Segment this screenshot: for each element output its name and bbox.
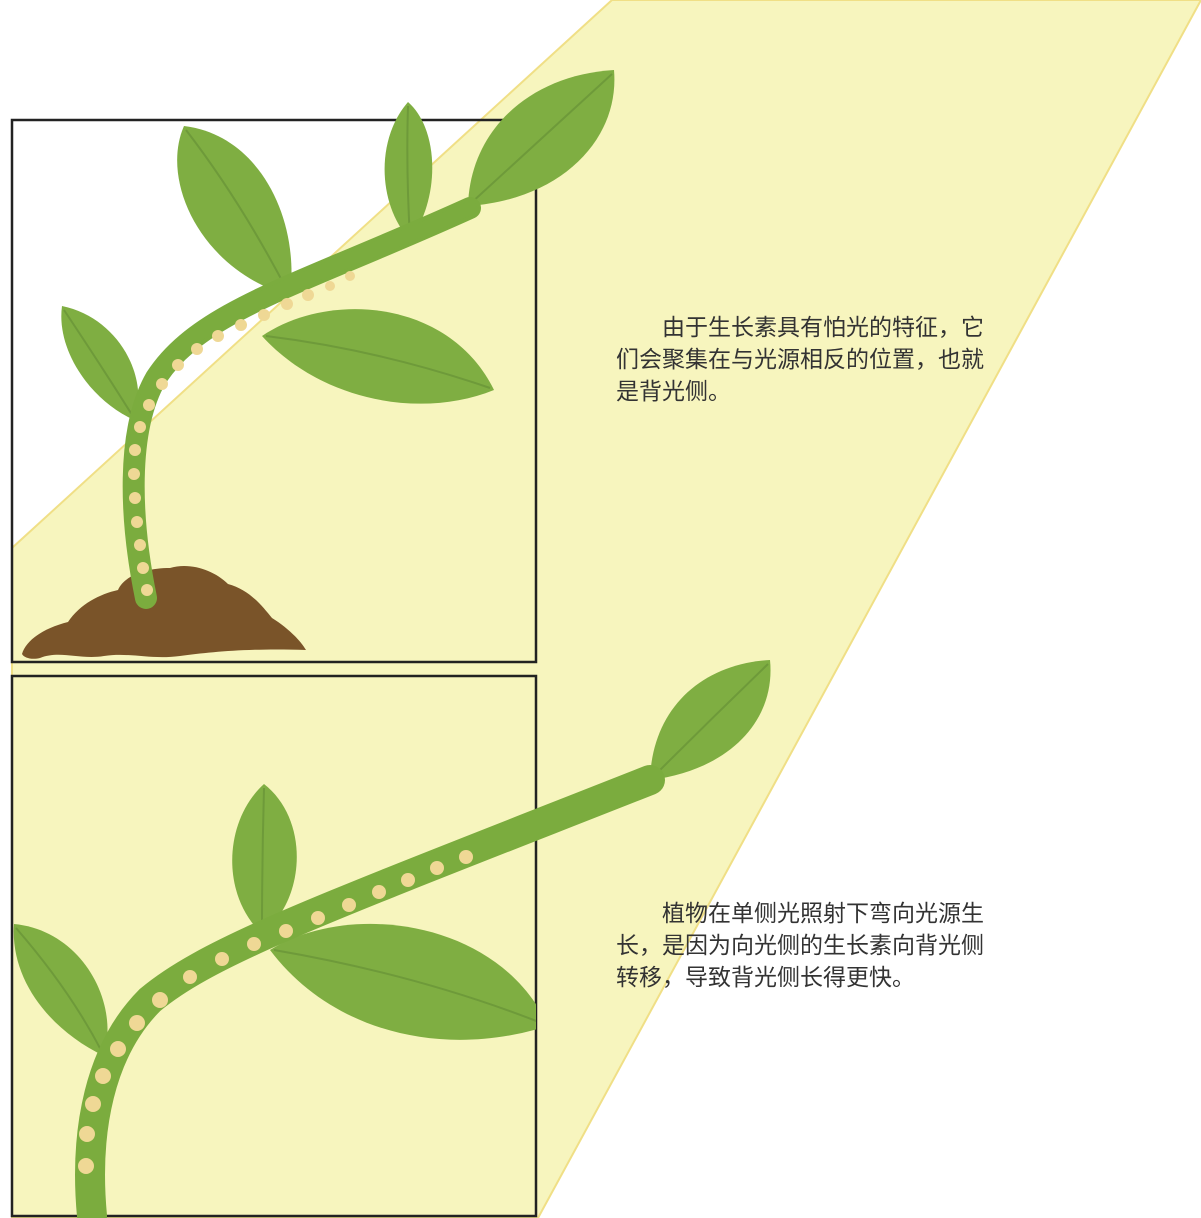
bottom-leaf-tip (650, 660, 771, 780)
bottom-auxin-dots (78, 850, 473, 1174)
bottom-leaf-big (270, 923, 536, 1040)
leaf-top-tip (468, 70, 615, 206)
caption-phototropism-explanation: 植物在单侧光照射下弯向光源生长，是因为向光侧的生长素向背光侧转移，导致背光侧长得… (616, 901, 984, 991)
bottom-panel-frame (10, 674, 538, 1218)
bottom-leaf-mid (232, 784, 297, 934)
soil-mound (22, 565, 306, 659)
bottom-leaf-left (13, 924, 108, 1056)
top-auxin-dots (128, 271, 355, 596)
leaf-top-left (177, 126, 292, 296)
top-panel-frame (10, 118, 538, 664)
caption-auxin-avoids-light: 由于生长素具有怕光的特征，它们会聚集在与光源相反的位置，也就是背光侧。 (616, 315, 984, 405)
leaf-big-right (262, 309, 494, 404)
leaf-mid-left (61, 306, 139, 420)
